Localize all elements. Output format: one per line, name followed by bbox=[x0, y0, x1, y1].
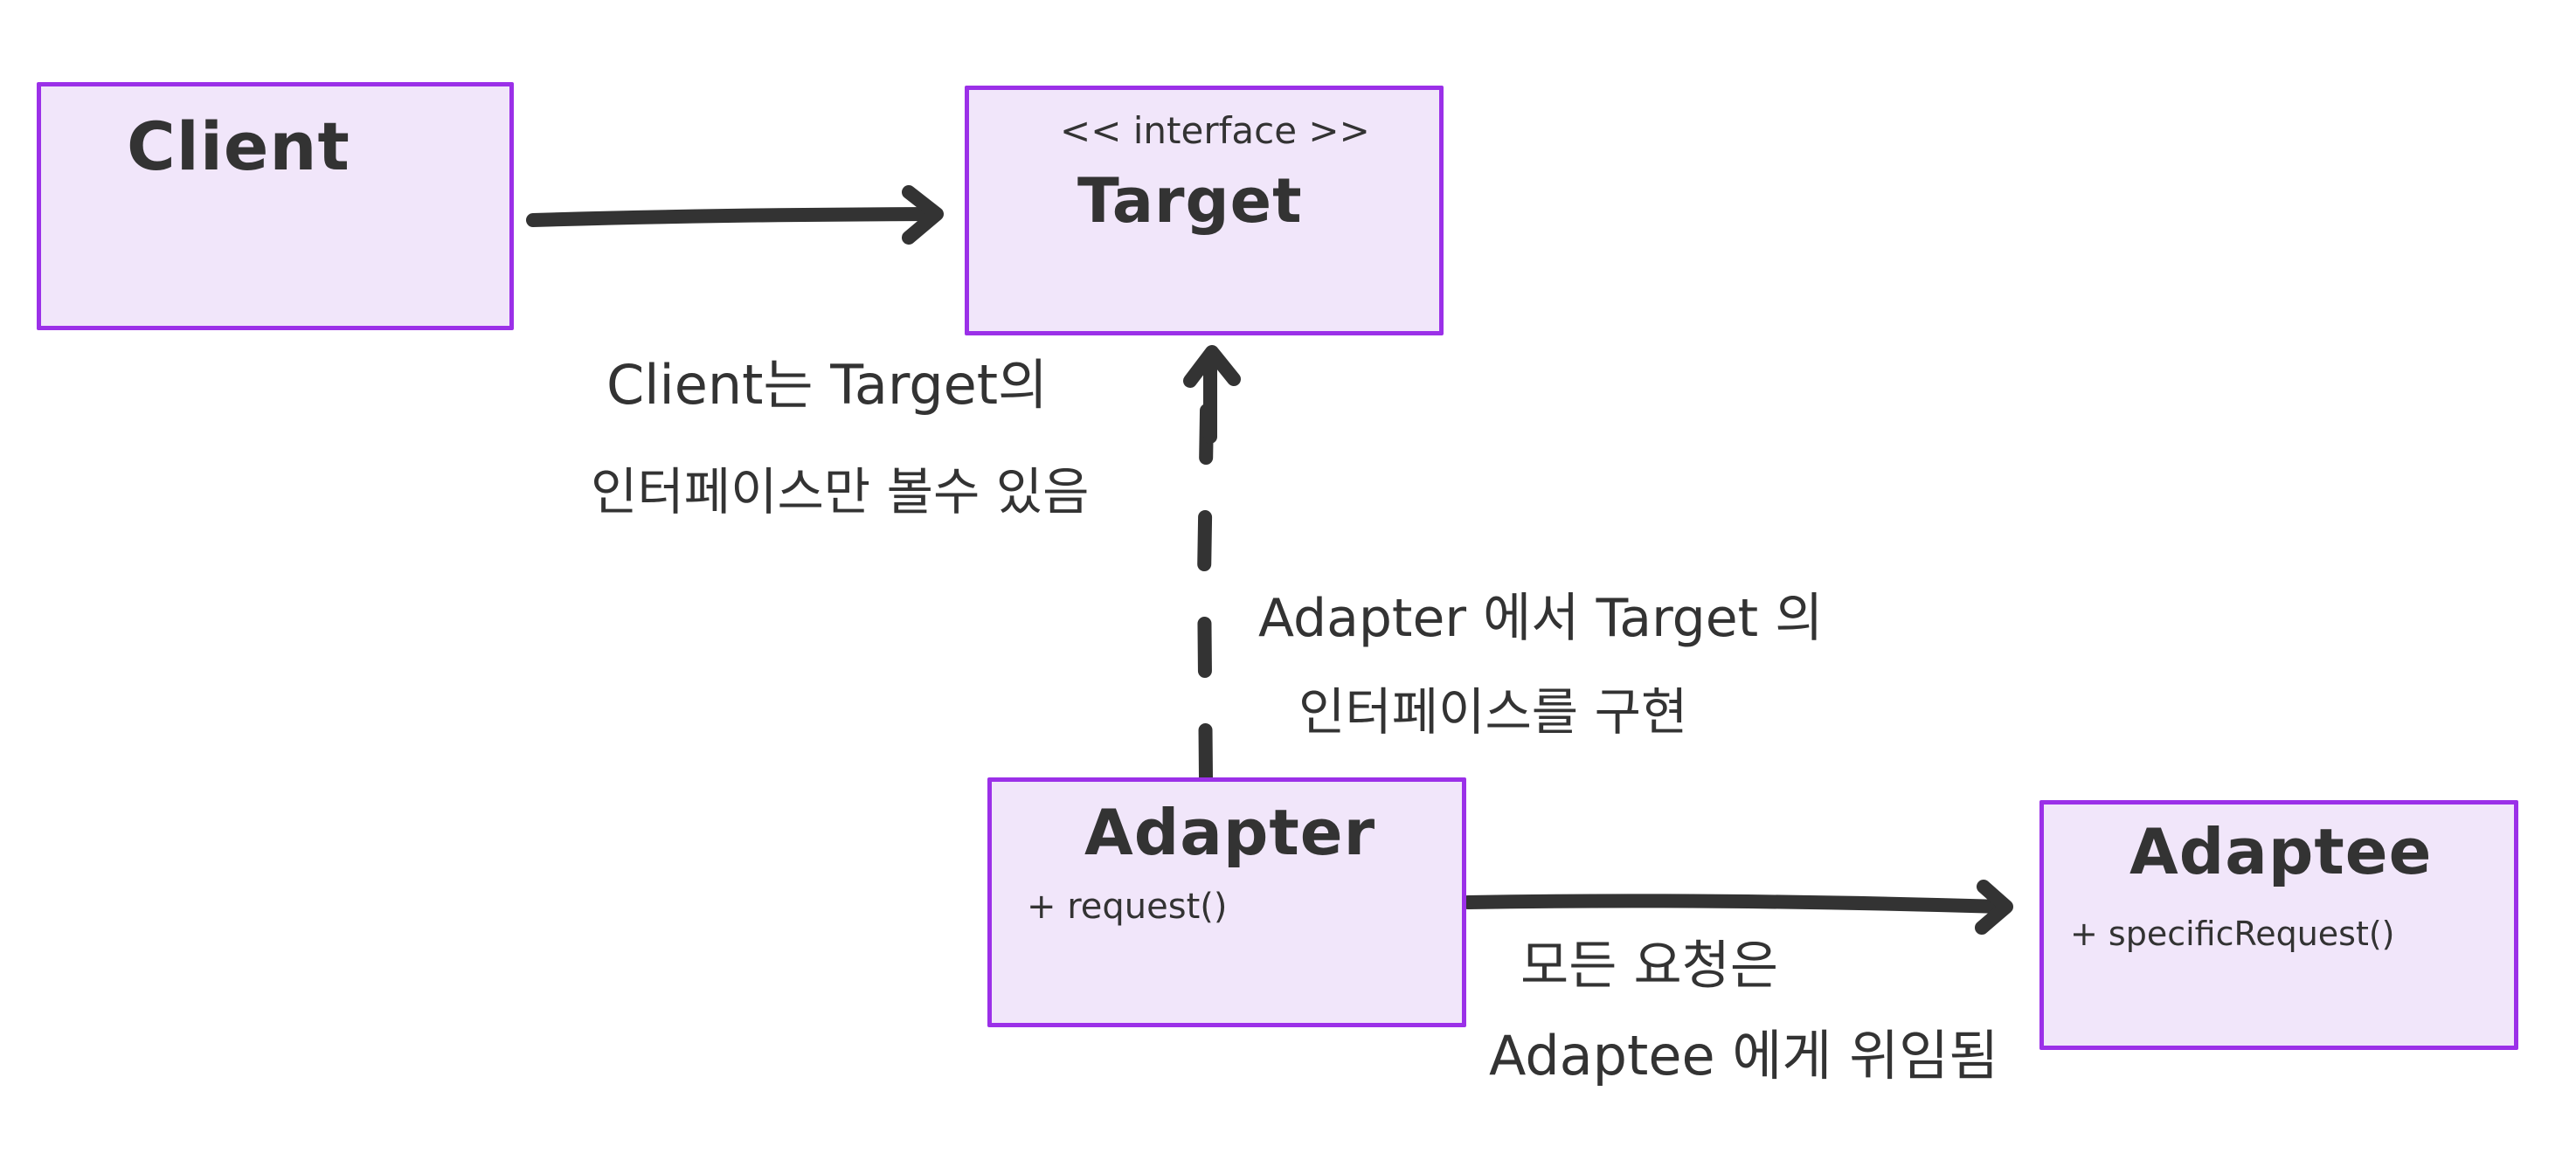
delegation-note-line-2: Adaptee 에게 위임됨 bbox=[1489, 1024, 1999, 1088]
adapter-title: Adapter bbox=[1084, 796, 1376, 869]
target-title: Target bbox=[1077, 165, 1303, 237]
client-target-note-line-1: Client는 Target의 bbox=[606, 353, 1049, 417]
adapter-to-adaptee-arrowhead bbox=[1975, 880, 2013, 935]
adapter-implements-note-line-1: Adapter 에서 Target 의 bbox=[1258, 588, 1824, 649]
adapter-method: + request() bbox=[1027, 887, 1228, 927]
adaptee-box: Adaptee + specificRequest() bbox=[2039, 800, 2518, 1050]
delegation-note-line-1: 모든 요청은 bbox=[1520, 936, 1779, 997]
target-box: << interface >> Target bbox=[965, 86, 1444, 335]
client-target-note-line-2: 인터페이스만 볼수 있음 bbox=[591, 462, 1090, 521]
adaptee-title: Adaptee bbox=[2129, 815, 2433, 888]
adapter-implements-note-line-2: 인터페이스를 구현 bbox=[1298, 682, 1688, 742]
client-box: Client bbox=[37, 82, 514, 330]
client-to-target-arrowhead bbox=[902, 185, 944, 245]
client-title: Client bbox=[127, 107, 350, 185]
client-to-target-line bbox=[526, 207, 938, 227]
target-stereotype: << interface >> bbox=[1060, 109, 1370, 152]
adaptee-method: + specificRequest() bbox=[2070, 915, 2395, 953]
adapter-to-adaptee-line bbox=[1461, 894, 2008, 914]
adapter-box: Adapter + request() bbox=[987, 777, 1466, 1027]
